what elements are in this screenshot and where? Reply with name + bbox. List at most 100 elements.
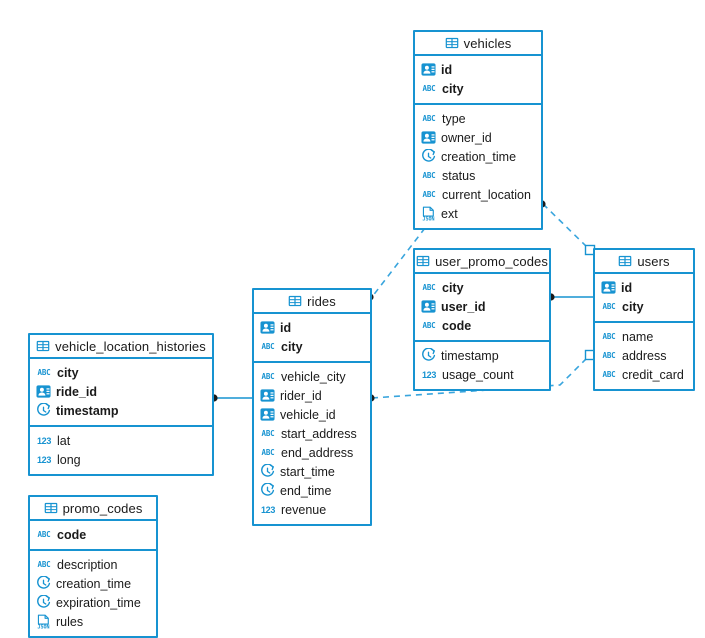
column-name: city: [622, 299, 644, 314]
abc-icon: ABC: [422, 190, 436, 199]
abc-icon: ABC: [422, 114, 436, 123]
person-icon: [260, 388, 275, 403]
table-icon: [36, 339, 50, 353]
column-name: owner_id: [441, 130, 492, 145]
table-header-vehicle_location_histories[interactable]: vehicle_location_histories: [30, 335, 212, 359]
column-row[interactable]: id: [415, 60, 541, 79]
person-icon: [36, 384, 51, 399]
column-name: id: [441, 62, 453, 77]
table-title: rides: [307, 293, 336, 309]
column-row[interactable]: ABC description: [30, 555, 156, 574]
column-name: ride_id: [56, 384, 97, 399]
column-name: creation_time: [441, 149, 517, 164]
column-row[interactable]: 123 revenue: [254, 500, 370, 519]
table-header-user_promo_codes[interactable]: user_promo_codes: [415, 250, 549, 274]
table-title: users: [637, 253, 670, 269]
column-row[interactable]: id: [254, 318, 370, 337]
relationship-vehicles-to-users: [538, 200, 596, 256]
column-name: description: [57, 557, 118, 572]
table-icon: [416, 254, 430, 268]
column-row[interactable]: owner_id: [415, 128, 541, 147]
column-row[interactable]: timestamp: [30, 401, 212, 420]
column-name: user_id: [441, 299, 486, 314]
clock-icon: [260, 483, 275, 498]
json-icon: JSON: [36, 614, 51, 629]
column-name: id: [280, 320, 292, 335]
column-name: city: [281, 339, 303, 354]
column-row[interactable]: creation_time: [415, 147, 541, 166]
relationship-line: [542, 203, 589, 249]
column-row[interactable]: ride_id: [30, 382, 212, 401]
table-icon: [288, 294, 302, 308]
column-name: code: [442, 318, 472, 333]
abc-icon: ABC: [602, 332, 616, 341]
column-row[interactable]: vehicle_id: [254, 405, 370, 424]
table-header-users[interactable]: users: [595, 250, 693, 274]
column-name: timestamp: [441, 348, 499, 363]
column-name: expiration_time: [56, 595, 141, 610]
person-icon: [421, 62, 436, 77]
column-row[interactable]: end_time: [254, 481, 370, 500]
column-row[interactable]: start_time: [254, 462, 370, 481]
number-icon: 123: [36, 435, 52, 446]
abc-icon: ABC: [37, 368, 51, 377]
column-name: current_location: [442, 187, 531, 202]
table-header-rides[interactable]: rides: [254, 290, 370, 314]
column-row[interactable]: ABC current_location: [415, 185, 541, 204]
column-row[interactable]: creation_time: [30, 574, 156, 593]
column-row[interactable]: user_id: [415, 297, 549, 316]
column-name: vehicle_city: [281, 369, 346, 384]
person-icon: [421, 130, 436, 145]
clock-icon: [421, 348, 436, 363]
column-name: revenue: [281, 502, 327, 517]
abc-icon: ABC: [37, 560, 51, 569]
abc-icon: ABC: [602, 370, 616, 379]
clock-icon: [260, 464, 275, 479]
column-row[interactable]: expiration_time: [30, 593, 156, 612]
table-header-promo_codes[interactable]: promo_codes: [30, 497, 156, 521]
column-row[interactable]: id: [595, 278, 693, 297]
column-row[interactable]: timestamp: [415, 346, 549, 365]
svg-text:JSON: JSON: [422, 216, 434, 221]
abc-icon: ABC: [261, 448, 275, 457]
abc-icon: ABC: [37, 530, 51, 539]
column-name: usage_count: [442, 367, 514, 382]
column-row[interactable]: rider_id: [254, 386, 370, 405]
table-header-vehicles[interactable]: vehicles: [415, 32, 541, 56]
svg-text:JSON: JSON: [37, 624, 49, 629]
column-name: type: [442, 111, 466, 126]
number-icon: 123: [260, 504, 276, 515]
column-row[interactable]: ABC type: [415, 109, 541, 128]
person-icon: [421, 299, 436, 314]
